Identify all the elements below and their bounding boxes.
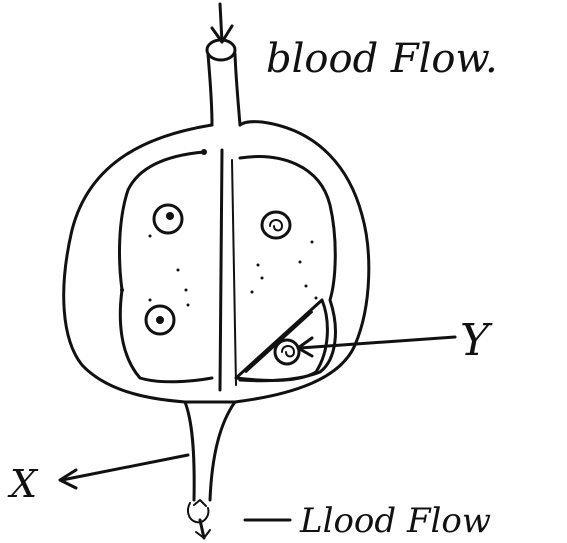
top-vessel-wall-right [235, 54, 240, 125]
pointer-arrow-y [298, 337, 455, 356]
top-vessel-wall-left [208, 54, 212, 125]
label-y: Y [460, 315, 493, 366]
left-cell-lower [146, 306, 174, 334]
right-chamber-wedge-inner [246, 312, 312, 372]
pointer-arrow-x [60, 455, 188, 488]
bottom-vessel-wall-right [210, 402, 235, 500]
label-top-blood-flow: blood Flow. [266, 36, 498, 82]
central-vessel [220, 150, 222, 390]
top-inflow-arrow [212, 4, 232, 42]
central-vessel-inner [232, 160, 236, 385]
bottom-vessel-opening [188, 500, 208, 522]
left-chamber [120, 152, 212, 382]
label-x: X [7, 462, 39, 506]
bottom-vessel-wall-left [185, 402, 194, 500]
left-cell-upper [154, 205, 182, 233]
stipple-marks [120, 235, 318, 307]
right-cell-upper [262, 212, 290, 238]
label-bottom-blood-flow: Llood Flow [299, 501, 491, 541]
